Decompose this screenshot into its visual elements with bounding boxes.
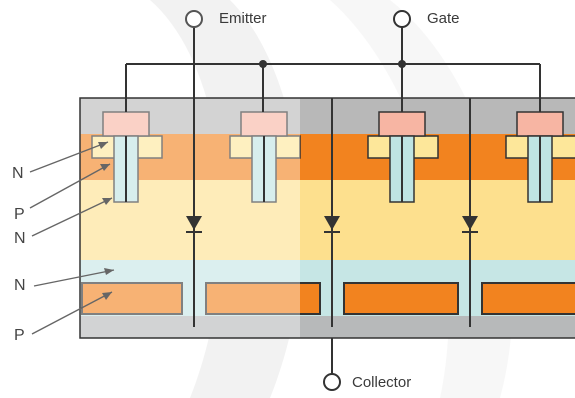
layer-label-n-drift: N bbox=[14, 230, 26, 247]
collector-label: Collector bbox=[352, 374, 412, 391]
bottom-metal-layer bbox=[80, 316, 575, 338]
collector-terminal-icon bbox=[323, 373, 341, 391]
diode-2 bbox=[324, 216, 340, 233]
p-collector-block-3 bbox=[343, 282, 459, 315]
diode-1 bbox=[186, 216, 202, 233]
layer-label-n-buffer: N bbox=[14, 277, 26, 294]
top-metal-layer bbox=[80, 98, 575, 136]
gate-junction-dot bbox=[398, 60, 406, 68]
layer-label-p-collector: P bbox=[14, 327, 25, 344]
layer-arrows bbox=[29, 141, 115, 335]
layer-label-n-source: N bbox=[12, 165, 24, 182]
emitter-junction-dot bbox=[259, 60, 267, 68]
n-buffer-layer bbox=[80, 260, 575, 282]
emitter-label: Emitter bbox=[219, 10, 267, 27]
arrow-head-1 bbox=[98, 142, 108, 149]
diode-3 bbox=[462, 216, 478, 233]
emitter-terminal-icon bbox=[185, 10, 203, 28]
arrow-head-3 bbox=[102, 198, 112, 205]
p-collector-block-2 bbox=[205, 282, 321, 315]
p-collector-block-1 bbox=[81, 282, 183, 315]
arrow-head-4 bbox=[104, 268, 114, 275]
arrow-head-2 bbox=[100, 164, 110, 171]
device-outline bbox=[79, 97, 575, 339]
wiring bbox=[125, 27, 541, 374]
p-collector-block-4 bbox=[481, 282, 575, 315]
arrow-head-5 bbox=[102, 292, 112, 300]
gate-label: Gate bbox=[427, 10, 460, 27]
device-body bbox=[79, 97, 575, 339]
gate-terminal-icon bbox=[393, 10, 411, 28]
layer-label-p-body: P bbox=[14, 206, 25, 223]
